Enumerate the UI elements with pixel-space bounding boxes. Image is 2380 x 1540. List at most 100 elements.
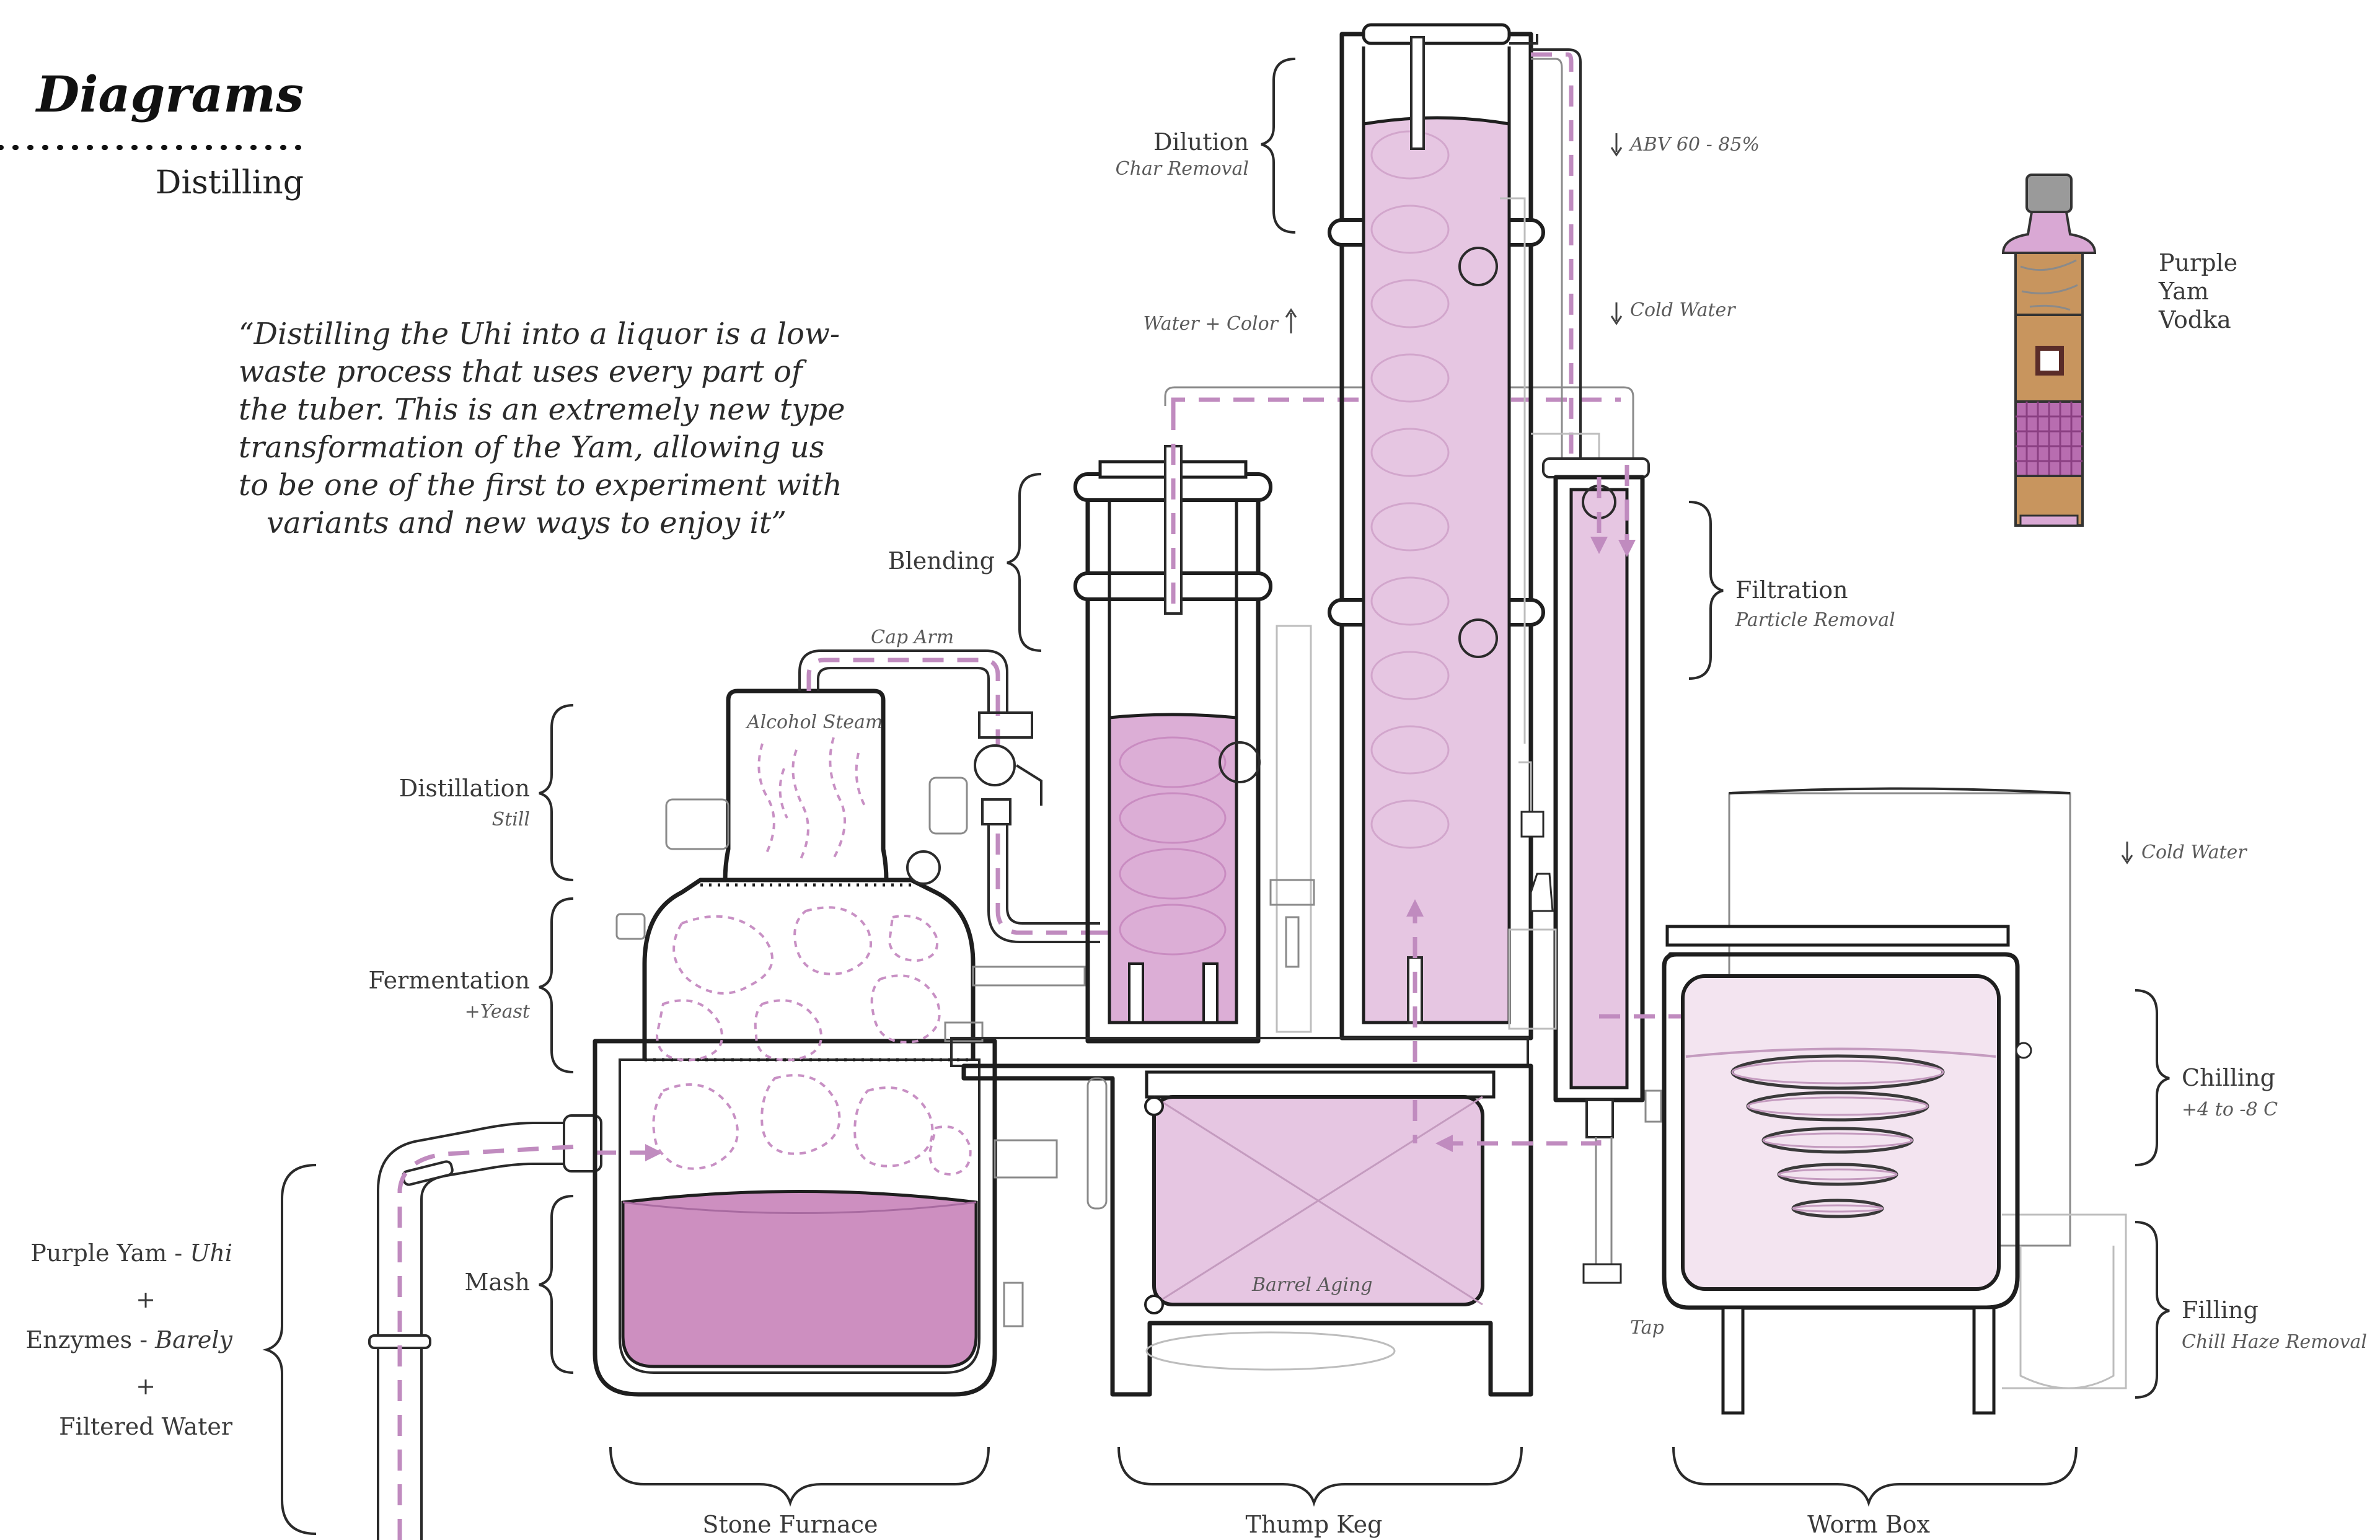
upper-stage-labels: Dilution Char Removal Blending Filtratio… (888, 58, 1895, 680)
condenser-valve (974, 744, 1016, 786)
return-pipe (987, 824, 1100, 943)
fermentation-blobs (655, 906, 941, 1062)
column-ring (1370, 279, 1450, 328)
column-ring (1370, 205, 1450, 254)
distillation-sublabel: Still (492, 809, 530, 830)
filter-liquid (1569, 488, 1629, 1089)
top-feed-pipe-inner (1531, 58, 1563, 462)
furnace-brace (609, 1446, 990, 1507)
filling-sublabel: Chill Haze Removal (2182, 1331, 2367, 1353)
blending-outlet-pipe (1128, 962, 1144, 1024)
keg-side-pipe (1086, 1077, 1108, 1210)
worm-coil (1731, 1060, 1944, 1085)
bottle-neck (2001, 211, 2097, 254)
column-ring (1370, 725, 1450, 775)
side-port (1219, 741, 1261, 783)
cold-water-right-callout: Cold Water (2141, 842, 2247, 863)
keg-valve (1269, 879, 1315, 968)
column-inner-wall (1362, 46, 1511, 1023)
plus-sign: + (136, 1286, 156, 1313)
mash-liquid (621, 1190, 978, 1368)
barrel-bolt (1144, 1295, 1164, 1314)
tap-callout: Tap (1630, 1317, 1664, 1339)
inlet-flow-line (397, 1144, 580, 1540)
quote-line-6: variants and new ways to enjoy it” (267, 506, 787, 540)
product-label-line-3: Vodka (2158, 306, 2231, 333)
barrel-aging-label: Barrel Aging (1251, 1274, 1373, 1296)
distillation-label: Distillation (399, 775, 530, 802)
quote-block: “Distilling the Uhi into a liquor is a l… (239, 317, 845, 540)
still-flange (944, 1021, 984, 1042)
water-color-callout: Water + Color (1144, 313, 1279, 335)
worm-box-back-rim (1729, 787, 2071, 794)
stone-furnace-label: Stone Furnace (702, 1511, 878, 1538)
column-ring (1370, 799, 1450, 849)
bottle-foot (2019, 514, 2079, 527)
column-ring (1370, 502, 1450, 552)
left-stage-labels: Distillation Still Fermentation +Yeast M… (368, 704, 574, 1374)
quote-line-4: transformation of the Yam, allowing us (239, 430, 824, 465)
worm-coil (1792, 1204, 1884, 1213)
chiller-waterline (1685, 1047, 1996, 1058)
cap-arm-pipe-inner (817, 667, 990, 713)
worm-coils (1730, 1054, 1945, 1218)
dilution-sublabel: Char Removal (1116, 158, 1249, 180)
top-feed-pipe (1509, 34, 1538, 45)
steam-lines (757, 737, 866, 862)
vodka-bottle: Purple Yam Vodka (2001, 174, 2237, 527)
dilution-inlet-pipe (1410, 36, 1425, 150)
grip-pattern (2016, 402, 2082, 476)
dilution-column (1328, 23, 1600, 1097)
keg-base-shadow (1145, 1331, 1396, 1371)
bottle-label-window (2035, 346, 2064, 376)
cap-arm (798, 649, 1161, 943)
still-valve-box (928, 777, 968, 835)
ingredient-water: Filtered Water (59, 1413, 233, 1440)
abv-callout: ABV 60 - 85% (1628, 134, 1760, 156)
worm-box-label: Worm Box (1807, 1511, 1930, 1538)
worm-box (1662, 787, 2127, 1415)
side-valve-pipe (1518, 761, 1532, 812)
worm-box-cylinder (2019, 1246, 2115, 1389)
worm-coil (1762, 1132, 1913, 1148)
column-ring (1370, 353, 1450, 403)
barrel-bolt (1144, 1096, 1164, 1116)
stone-furnace: Alcohol Steam (593, 689, 1058, 1397)
tank-ring (1119, 736, 1227, 788)
blending-label: Blending (888, 547, 995, 574)
still-gauge-housing (665, 798, 729, 850)
filter-outlet (1585, 1099, 1614, 1138)
chilling-brace (2135, 989, 2170, 1166)
wood-grain (2020, 259, 2078, 311)
fermentation-vessel (642, 878, 976, 1060)
furnace-side-box (994, 1139, 1058, 1179)
filter-cap (1542, 457, 1650, 478)
tank-ring (1119, 904, 1227, 956)
worm-box-leg (1972, 1306, 1996, 1415)
tank-ring (1119, 848, 1227, 900)
return-pipe-inner (1006, 824, 1100, 925)
page-title: Diagrams (35, 65, 304, 123)
valve-lever (1015, 764, 1042, 806)
keg-side-rack (1508, 928, 1557, 1030)
tank-ring (1119, 792, 1227, 844)
blending-brace (1007, 473, 1042, 652)
filter-shell (1553, 475, 1645, 1102)
quote-line-2: waste process that uses every part of (239, 354, 807, 389)
filling-brace (2135, 1221, 2170, 1399)
top-feed-pipe-outer (1531, 48, 1582, 462)
cold-water-top-callout: Cold Water (1630, 299, 1736, 321)
fermentation-label: Fermentation (368, 967, 530, 994)
down-arrow-icon (2121, 855, 2133, 865)
column-cap (1362, 23, 1511, 45)
worm-coil (1778, 1168, 1898, 1181)
page-subtitle: Distilling (156, 164, 304, 201)
still-head (723, 689, 889, 881)
mash-surface (622, 1201, 977, 1214)
bottle-cap (2025, 174, 2073, 213)
side-port (1458, 247, 1498, 286)
product-label-line-2: Yam (2158, 278, 2209, 305)
keg-small-valve (1530, 873, 1554, 912)
worm-box-brace (1672, 1446, 2078, 1507)
